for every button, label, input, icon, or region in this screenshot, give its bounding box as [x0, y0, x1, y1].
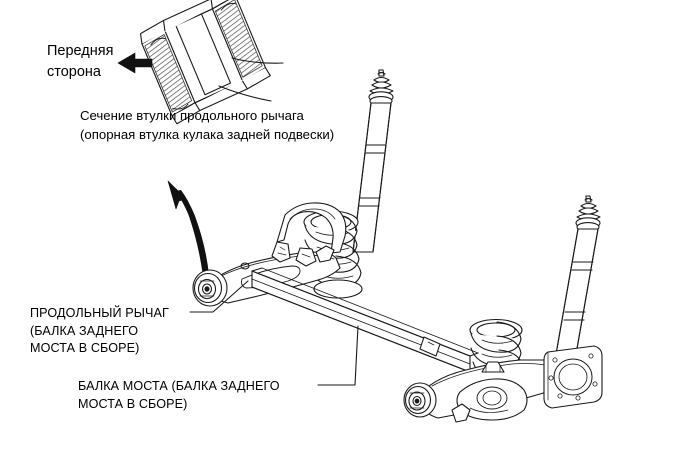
leader-line-bushing-lower — [218, 85, 272, 102]
trailing-arm-label-line3: МОСТА В СБОРЕ) — [30, 341, 140, 356]
trailing-arm-bushing-cross-section — [140, 0, 271, 125]
magnify-callout-arrow — [167, 180, 209, 277]
trailing-arm-bushing-right — [403, 382, 437, 418]
torsion-beam-cross-member — [251, 267, 479, 373]
bushing-section-caption: Сечение втулки продольного рычага (опорна… — [80, 107, 334, 144]
front-side-label: Передняя сторона — [47, 41, 113, 83]
trailing-arm-label: ПРОДОЛЬНЫЙ РЫЧАГ (БАЛКА ЗАДНЕГО МОСТА В СБ… — [30, 305, 169, 358]
trailing-arm-right — [420, 359, 563, 423]
trailing-arm-label-line1: ПРОДОЛЬНЫЙ РЫЧАГ — [30, 306, 169, 320]
rear-hub-mounting-flange — [543, 345, 603, 409]
trailing-arm-left — [210, 202, 347, 304]
axle-beam-label: БАЛКА МОСТА (БАЛКА ЗАДНЕГО МОСТА В СБОРЕ) — [78, 378, 280, 413]
leader-line-bushing-upper — [231, 57, 284, 64]
front-side-label-line2: сторона — [47, 64, 101, 81]
trailing-arm-label-line2: (БАЛКА ЗАДНЕГО — [30, 323, 139, 338]
leader-line-axle-beam — [317, 325, 359, 386]
leader-line-trailing-arm — [189, 280, 249, 313]
axle-beam-label-line2: МОСТА В СБОРЕ) — [78, 396, 188, 411]
axle-beam-label-line1: БАЛКА МОСТА (БАЛКА ЗАДНЕГО — [78, 379, 280, 393]
front-direction-arrow — [117, 52, 153, 74]
bushing-section-caption-line1: Сечение втулки продольного рычага — [80, 108, 304, 123]
bushing-section-caption-line2: (опорная втулка кулака задней подвески) — [80, 126, 335, 142]
shock-absorber-right — [554, 195, 601, 361]
trailing-arm-bushing-left — [192, 269, 228, 307]
front-side-label-line1: Передняя — [47, 43, 114, 59]
shock-absorber-left — [352, 69, 394, 253]
